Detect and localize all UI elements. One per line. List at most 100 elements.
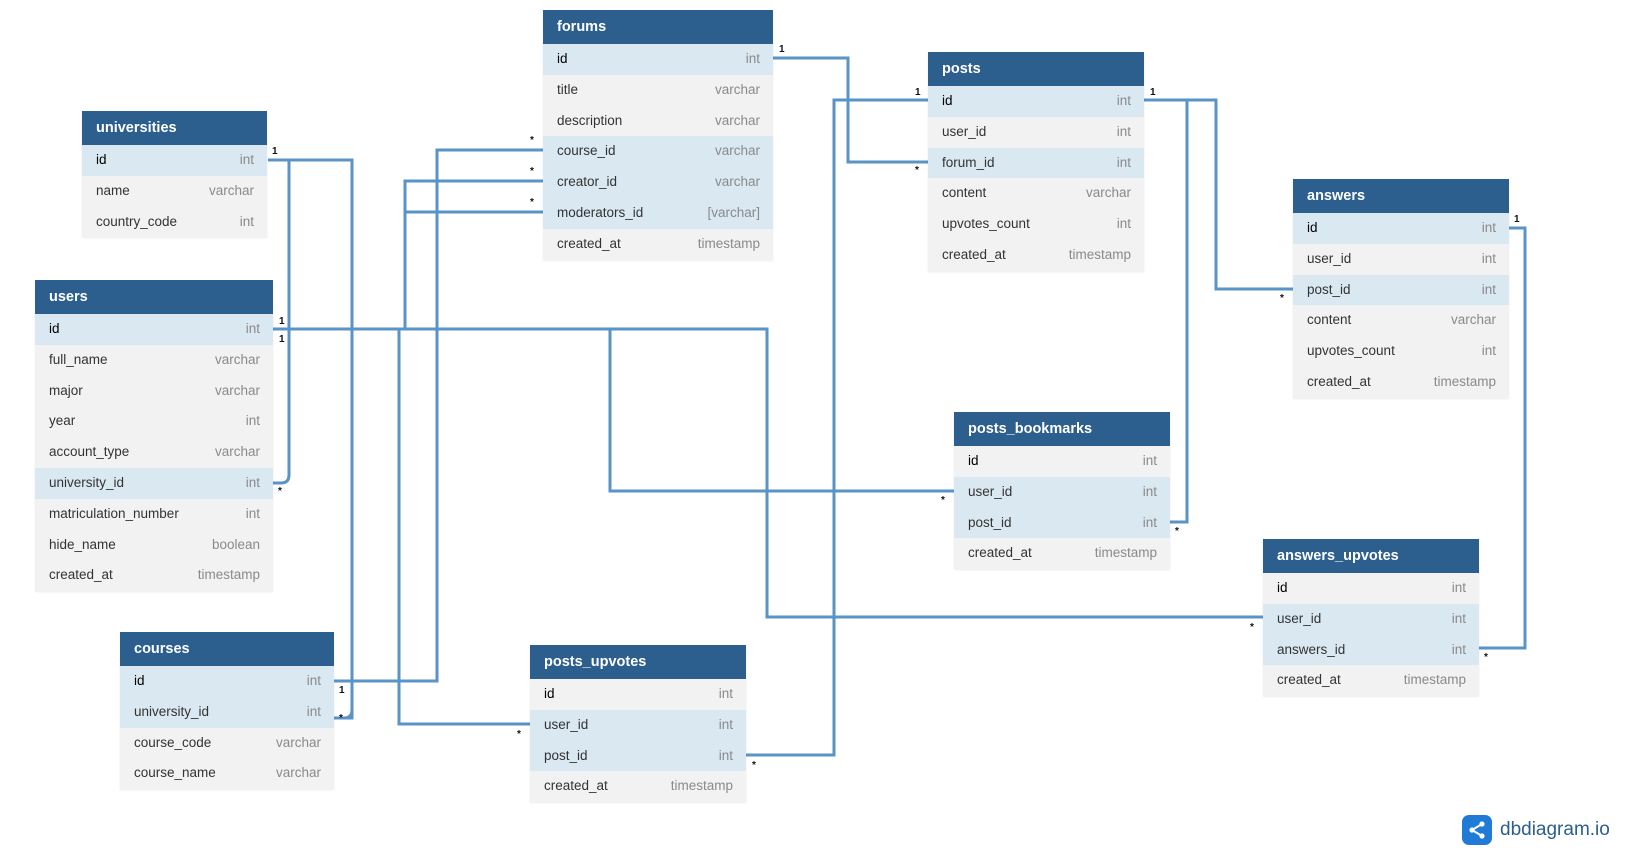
field-name: id — [96, 152, 107, 167]
relation-line-12[interactable] — [1144, 98, 1189, 524]
relation-line-9[interactable] — [773, 56, 928, 164]
field-name: id — [134, 673, 145, 688]
field-type: varchar — [714, 112, 760, 128]
relation-line-8[interactable] — [273, 327, 1263, 619]
relation-line-5[interactable] — [273, 210, 543, 331]
table-header[interactable]: courses — [120, 632, 334, 666]
field-name: description — [557, 112, 623, 128]
field-name: content — [1307, 312, 1352, 328]
table-header[interactable]: forums — [543, 10, 773, 44]
field-type: timestamp — [1068, 246, 1131, 262]
field-type: varchar — [714, 81, 760, 97]
field-row[interactable]: description varchar — [543, 106, 773, 137]
field-type: int — [1116, 93, 1131, 108]
table-header[interactable]: posts — [928, 52, 1144, 86]
field-type: timestamp — [1094, 545, 1157, 561]
field-type: timestamp — [1433, 373, 1496, 389]
field-name: created_at — [942, 246, 1006, 262]
relation-line-10[interactable] — [746, 98, 928, 757]
relation-line-11[interactable] — [1144, 98, 1293, 291]
field-row[interactable]: created_at timestamp — [928, 240, 1144, 271]
relation-line-branch[interactable] — [268, 158, 291, 485]
field-type: int — [1142, 453, 1157, 468]
field-type: int — [1451, 641, 1466, 657]
relation-line-13[interactable] — [1479, 226, 1527, 650]
relation-line-2[interactable] — [268, 158, 354, 720]
field-name: university_id — [49, 474, 125, 490]
cardinality-many: * — [278, 486, 282, 497]
field-name: id — [1277, 580, 1288, 595]
table-header[interactable]: posts_bookmarks — [954, 412, 1170, 446]
field-name: upvotes_count — [942, 216, 1030, 232]
relation-line-7[interactable] — [273, 327, 954, 493]
relation-line-3[interactable] — [334, 148, 543, 683]
table-header[interactable]: users — [35, 280, 273, 314]
table-header[interactable]: posts_upvotes — [530, 645, 746, 679]
field-type: int — [718, 747, 733, 763]
field-row[interactable]: country_code int — [82, 207, 267, 238]
table-header[interactable]: answers — [1293, 179, 1509, 213]
table-header[interactable]: answers_upvotes — [1263, 539, 1479, 573]
brand-logo[interactable]: dbdiagram.io — [1462, 815, 1610, 845]
field-name: created_at — [1277, 672, 1341, 688]
field-name: moderators_id — [557, 204, 644, 220]
relation-line-4[interactable] — [273, 179, 543, 331]
table-header[interactable]: universities — [82, 111, 267, 145]
field-name: country_code — [96, 213, 178, 229]
field-row[interactable]: moderators_id[varchar] — [543, 197, 773, 229]
field-type: int — [239, 213, 254, 229]
